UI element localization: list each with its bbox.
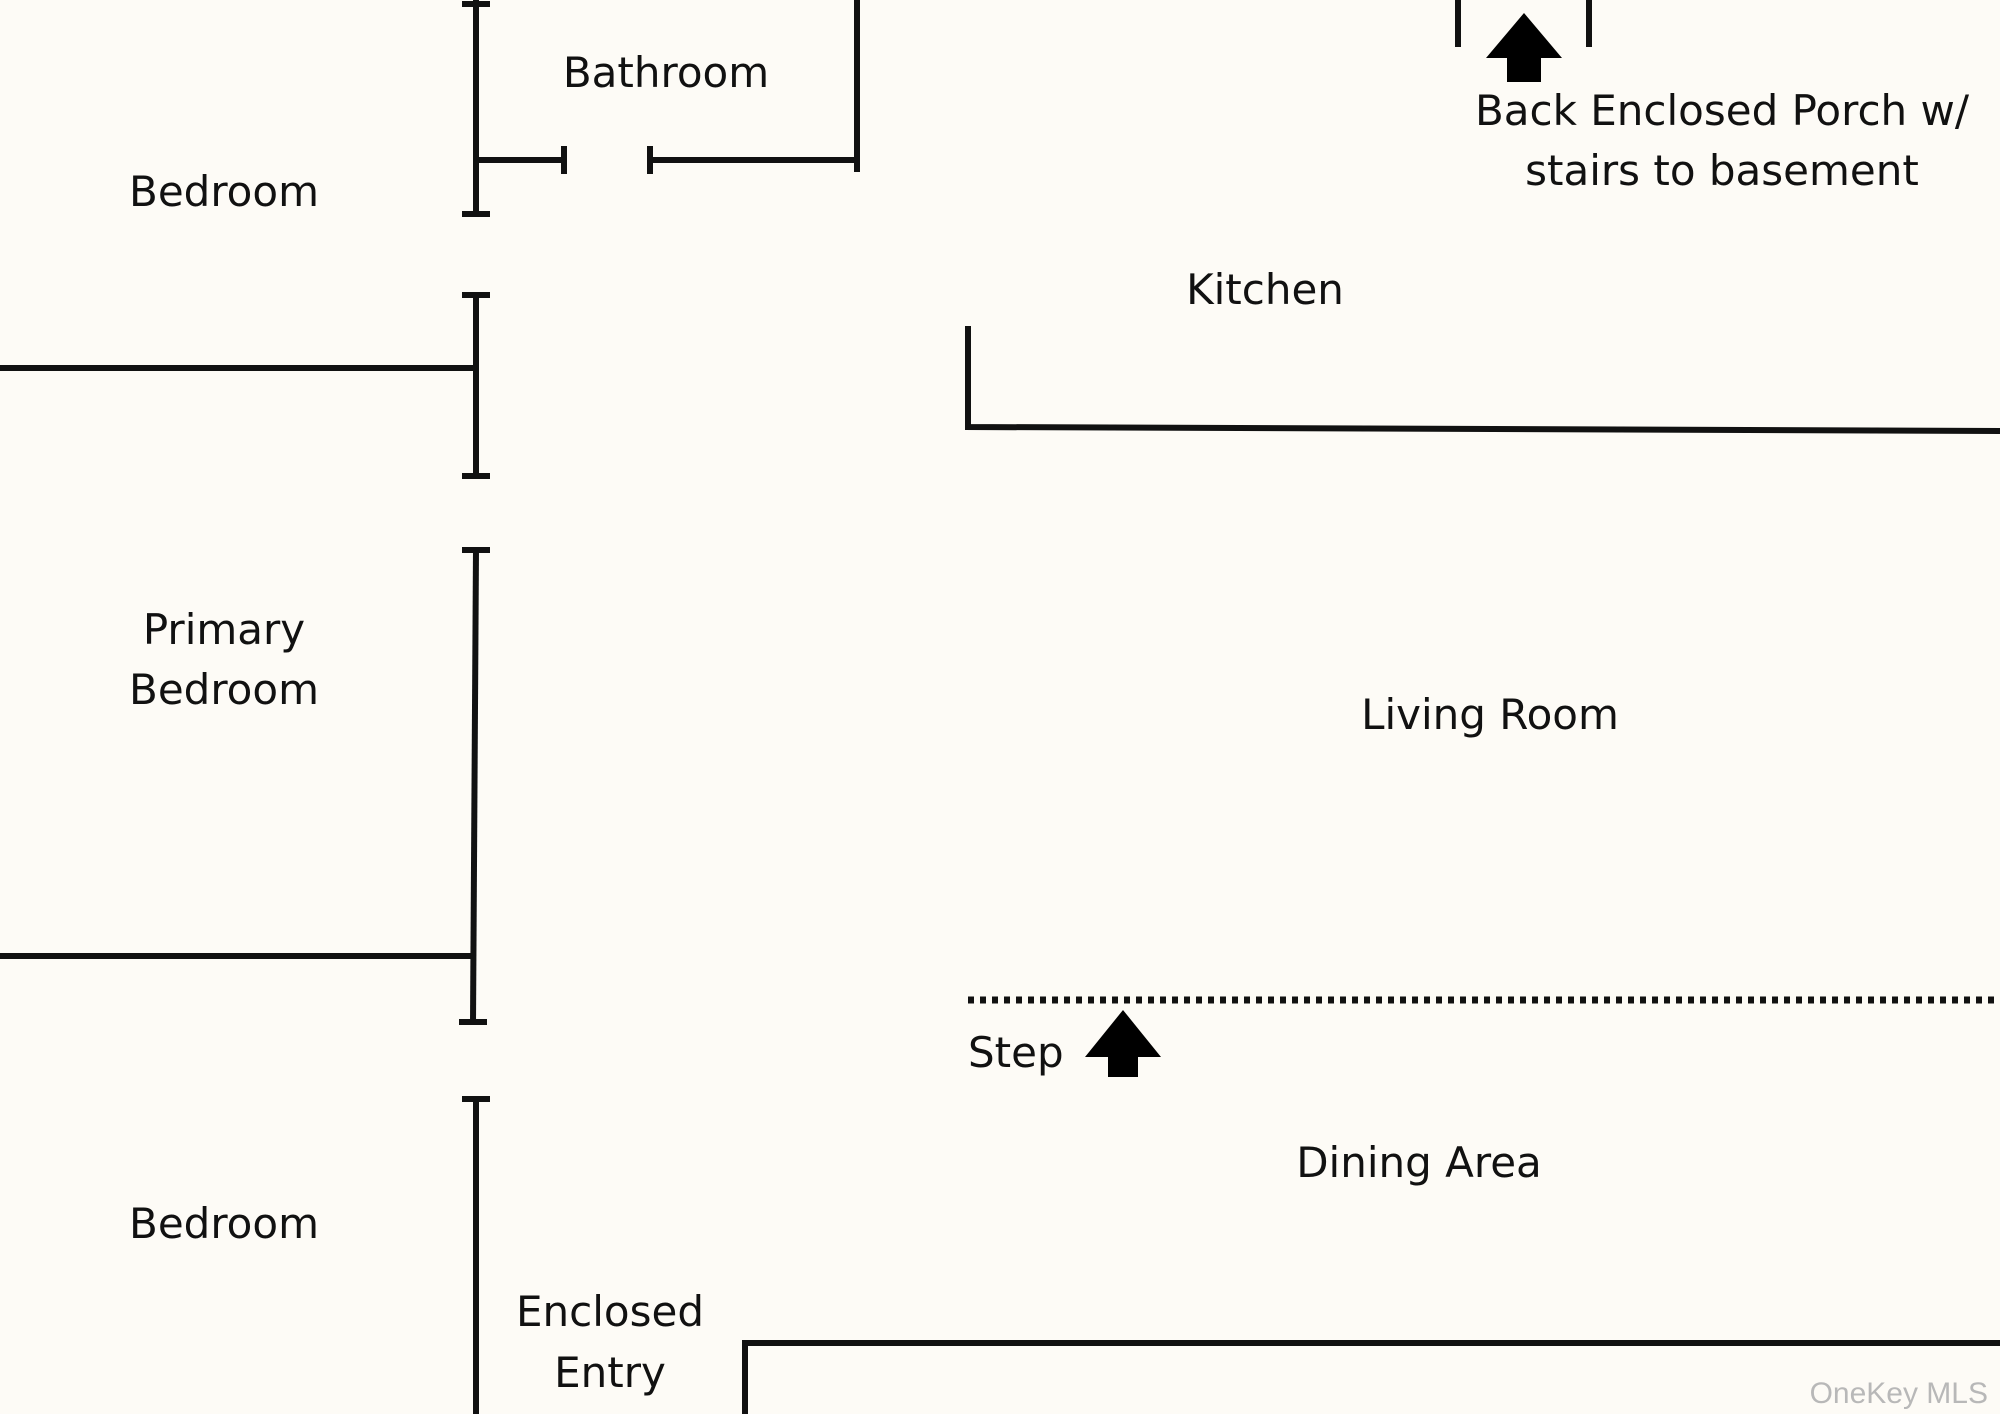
label-primary-line1: Primary [143,605,305,654]
room-labels: Bedroom Bathroom Back Enclosed Porch w/ … [129,48,1970,1397]
watermark-logo: OneKey MLS [1810,1377,1988,1410]
label-entry-line2: Entry [554,1348,666,1397]
label-living-room: Living Room [1361,690,1619,739]
arrow-up-icon [1486,13,1562,82]
label-bedroom-top: Bedroom [129,167,319,216]
wall-primary-right [470,548,479,1024]
label-bedroom-bottom: Bedroom [129,1199,319,1248]
wall-entry [742,1340,2000,1414]
arrow-up-icon [1085,1010,1161,1077]
label-kitchen: Kitchen [1186,265,1344,314]
label-porch-line1: Back Enclosed Porch w/ [1475,86,1970,135]
label-entry-line1: Enclosed [516,1287,704,1336]
label-porch-line2: stairs to basement [1525,146,1919,195]
label-step: Step [968,1028,1064,1077]
wall-kitchen [965,326,2000,434]
label-dining-area: Dining Area [1296,1138,1542,1187]
label-bathroom: Bathroom [563,48,769,97]
label-primary-line2: Bedroom [129,665,319,714]
